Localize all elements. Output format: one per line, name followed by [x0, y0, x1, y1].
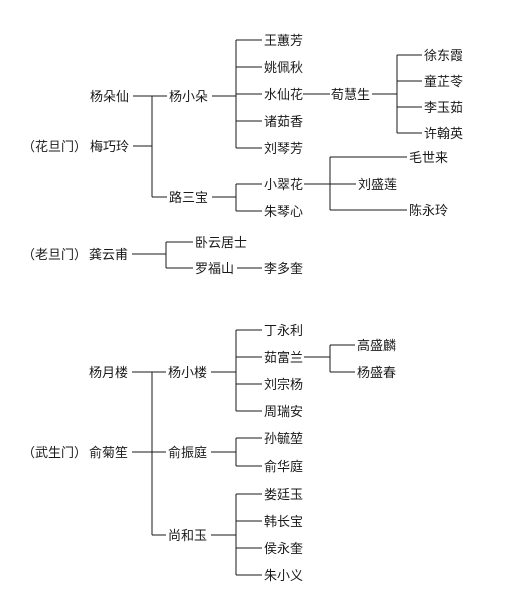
- person-yao-peiqiu: 姚佩秋: [264, 61, 303, 76]
- person-yang-yuelou: 杨月楼: [89, 366, 128, 381]
- person-gao-shenglin: 高盛麟: [357, 338, 396, 354]
- person-yang-xiaolou: 杨小楼: [168, 366, 207, 381]
- person-mao-shilai: 毛世来: [409, 151, 448, 166]
- person-chen-yongling: 陈永玲: [409, 203, 448, 219]
- person-shang-heyu: 尚和玉: [168, 529, 207, 544]
- person-luo-fushan: 罗福山: [195, 262, 234, 277]
- person-sun-yukun: 孙毓堃: [264, 431, 303, 447]
- person-zhu-xiaoyi: 朱小义: [264, 569, 303, 584]
- person-woyun-jushi: 卧云居士: [195, 236, 247, 251]
- person-xu-hanying: 许翰英: [424, 127, 463, 142]
- person-liu-zongyang: 刘宗杨: [264, 377, 303, 393]
- person-zhou-ruian: 周瑞安: [264, 405, 303, 420]
- person-li-yuru: 李玉茹: [424, 101, 463, 116]
- category-label-lao-dan: （老旦门）: [22, 248, 87, 263]
- person-hou-yongkui: 侯永奎: [264, 542, 303, 557]
- person-xiao-cuihua: 小翠花: [264, 177, 303, 193]
- hua-dan-lineage: （花旦门） 杨朵仙 梅巧玲 杨小朵 路三宝 王蕙芳 姚佩秋 水仙花 诸茹香 刘琴…: [22, 34, 463, 220]
- person-liu-qinfang: 刘琴芳: [264, 142, 303, 157]
- person-han-changbao: 韩长宝: [264, 515, 303, 530]
- person-yu-zhenting: 俞振庭: [168, 445, 207, 461]
- person-lou-tingyu: 娄廷玉: [264, 488, 303, 503]
- person-li-duokui: 李多奎: [264, 261, 303, 277]
- person-ru-fulan: 茹富兰: [264, 350, 303, 366]
- person-mei-qiaoling: 梅巧玲: [90, 140, 129, 155]
- person-xun-huisheng: 荀慧生: [331, 87, 370, 103]
- person-yu-jusheng: 俞菊笙: [89, 445, 128, 461]
- category-label-wu-sheng: （武生门）: [22, 446, 87, 461]
- person-yang-shengchun: 杨盛春: [357, 366, 396, 381]
- person-xu-dongxia: 徐东霞: [424, 49, 463, 64]
- person-ding-yongli: 丁永利: [264, 324, 303, 339]
- person-tong-zhiling: 童芷苓: [424, 74, 463, 90]
- person-yang-duoxian: 杨朵仙: [90, 90, 129, 105]
- lao-dan-lineage: （老旦门） 龚云甫 卧云居士 罗福山 李多奎: [22, 236, 303, 277]
- person-yang-xiaoduo: 杨小朵: [169, 90, 208, 105]
- person-shui-xianhua: 水仙花: [264, 87, 303, 103]
- person-yu-huating: 俞华庭: [264, 459, 303, 475]
- person-gong-yunfu: 龚云甫: [89, 248, 128, 263]
- person-liu-shenglian: 刘盛莲: [358, 178, 397, 193]
- person-wang-huifang: 王蕙芳: [264, 34, 303, 49]
- wu-sheng-lineage: （武生门） 杨月楼 俞菊笙 杨小楼 俞振庭 尚和玉 丁永利 茹富兰 刘宗杨 周瑞…: [22, 324, 396, 584]
- person-zhu-qinxin: 朱琴心: [264, 205, 303, 220]
- person-zhu-ruxiang: 诸茹香: [264, 115, 303, 130]
- category-label-hua-dan: （花旦门）: [22, 139, 87, 155]
- person-lu-sanbao: 路三宝: [169, 190, 208, 206]
